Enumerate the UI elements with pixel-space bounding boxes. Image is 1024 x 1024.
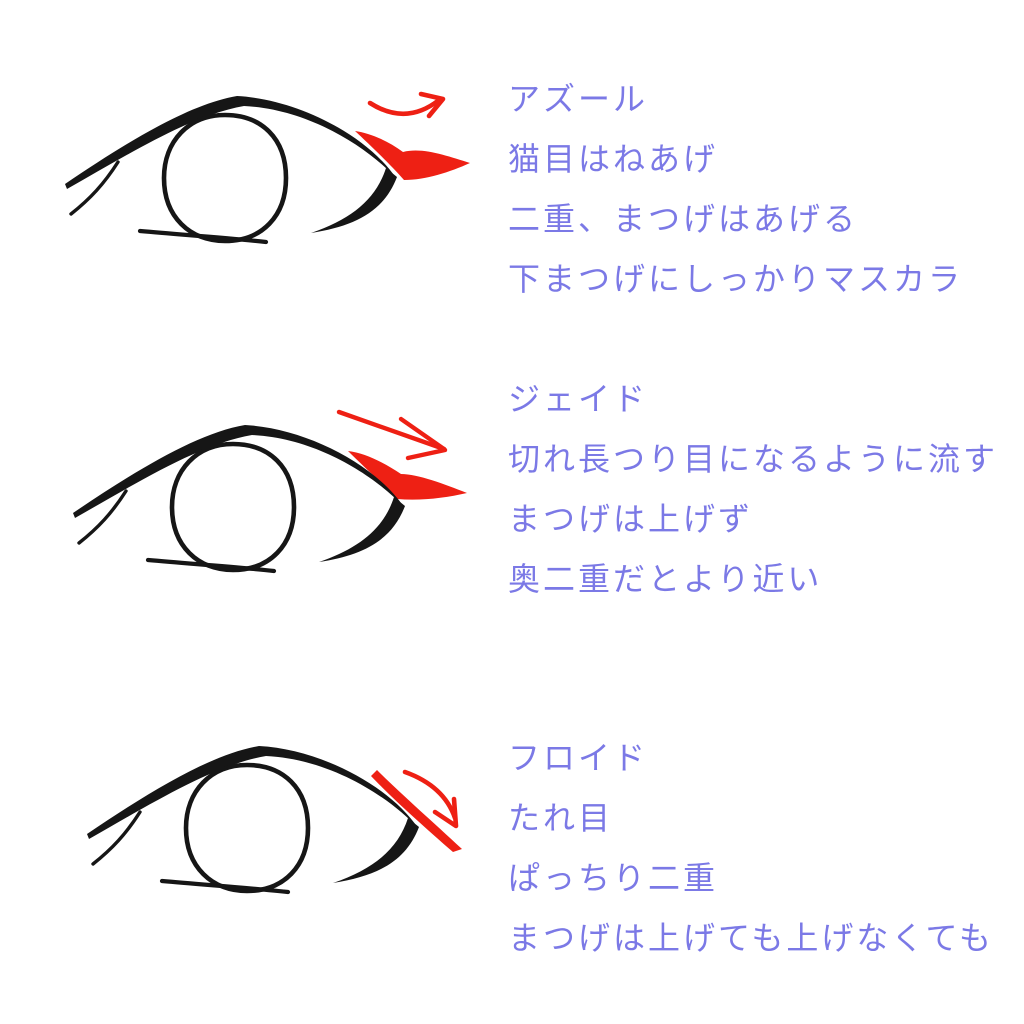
- eye-outline: [73, 425, 405, 571]
- style-note-line: ぱっちり二重: [508, 860, 719, 896]
- curved-arrow-down-right-head: [432, 796, 459, 829]
- arrow-lower-barb: [405, 447, 448, 461]
- style-title: ジェイド: [508, 381, 649, 417]
- eye-outline: [65, 96, 397, 242]
- curved-arrow-up-right-head: [418, 91, 446, 119]
- style-note-line: まつげは上げず: [508, 501, 754, 537]
- note-azure: アズール 猫目はねあげ 二重、まつげはあげる 下まつげにしっかりマスカラ: [508, 69, 963, 309]
- style-title: アズール: [508, 81, 649, 117]
- eye-sketch-long-wing: [48, 409, 467, 607]
- style-note-line: 切れ長つり目になるように流す: [508, 441, 999, 477]
- note-jade: ジェイド 切れ長つり目になるように流す まつげは上げず 奥二重だとより近い: [508, 369, 998, 609]
- note-floyd: フロイド たれ目 ぱっちり二重 まつげは上げても上げなくても: [508, 728, 994, 968]
- style-note-line: 猫目はねあげ: [508, 141, 719, 177]
- curved-arrow-down-right-icon: [402, 769, 458, 821]
- eye-sketch-droop: [62, 718, 462, 928]
- style-note-line: まつげは上げても上げなくても: [508, 920, 994, 956]
- curved-arrow-up-right-icon: [367, 97, 442, 117]
- liner-wing-flick-up: [355, 131, 470, 180]
- style-note-line: 二重、まつげはあげる: [508, 201, 859, 237]
- style-title: フロイド: [508, 740, 649, 776]
- arrow-upper-barb: [398, 416, 447, 452]
- style-note-line: 奥二重だとより近い: [508, 561, 823, 597]
- liner-wing-droop-down: [371, 770, 462, 852]
- straight-arrow-down-right-icon: [336, 409, 448, 461]
- eye-sketch-flick-up: [40, 91, 470, 278]
- arrow-shaft: [336, 409, 447, 452]
- eye-outline: [87, 746, 419, 892]
- liner-wing-long-straight: [348, 451, 467, 500]
- style-note-line: 下まつげにしっかりマスカラ: [508, 261, 964, 297]
- style-note-line: たれ目: [508, 800, 614, 836]
